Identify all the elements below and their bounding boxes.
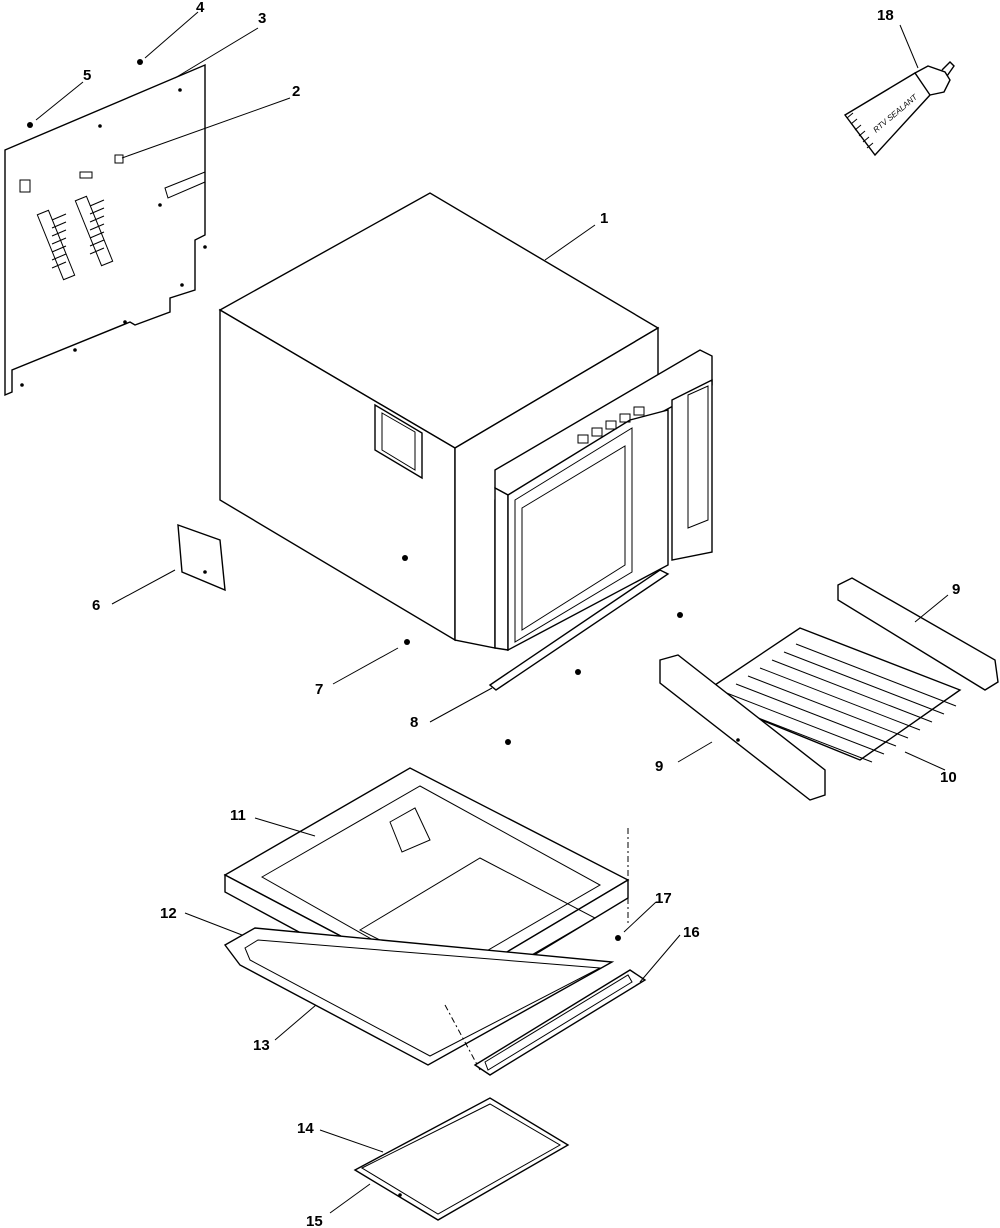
rack-rail-right-part [837, 577, 999, 691]
callout-7: 7 [315, 681, 323, 698]
callout-2: 2 [292, 83, 300, 100]
callout-labels: 1 2 3 4 5 6 7 8 9 9 10 11 12 13 14 15 16… [83, 0, 960, 1228]
callout-12: 12 [160, 905, 177, 922]
callout-3: 3 [258, 10, 266, 27]
rack-rail-left-part [659, 654, 826, 801]
callout-14: 14 [297, 1120, 314, 1137]
screw-part-4 [137, 59, 143, 65]
oven-cabinet-part [218, 192, 713, 652]
callout-6: 6 [92, 597, 100, 614]
oven-rack-part [698, 627, 962, 763]
base-tray-part [223, 927, 615, 1066]
callout-5: 5 [83, 67, 91, 84]
front-grille-part [444, 969, 647, 1076]
callout-15: 15 [306, 1213, 323, 1228]
sealant-tube-part: RTV SEALANT [843, 61, 955, 157]
callout-9-left: 9 [655, 758, 663, 775]
callout-13: 13 [253, 1037, 270, 1054]
door-strip-part [488, 569, 683, 745]
rear-panel-part [4, 63, 207, 397]
callout-8: 8 [410, 714, 418, 731]
callout-9-right: 9 [952, 581, 960, 598]
callout-11: 11 [230, 807, 246, 824]
screw-part-7 [404, 639, 410, 645]
callout-18: 18 [877, 7, 894, 24]
screw-part-17 [615, 935, 621, 941]
callout-10: 10 [940, 769, 957, 786]
callout-1: 1 [600, 210, 608, 227]
callout-4: 4 [196, 0, 205, 16]
callout-17: 17 [655, 890, 672, 907]
leader-lines [35, 11, 949, 1214]
cover-plate-part [177, 523, 226, 592]
tray-part [353, 1097, 570, 1221]
screw-part-5 [27, 122, 33, 128]
callout-16: 16 [683, 924, 700, 941]
